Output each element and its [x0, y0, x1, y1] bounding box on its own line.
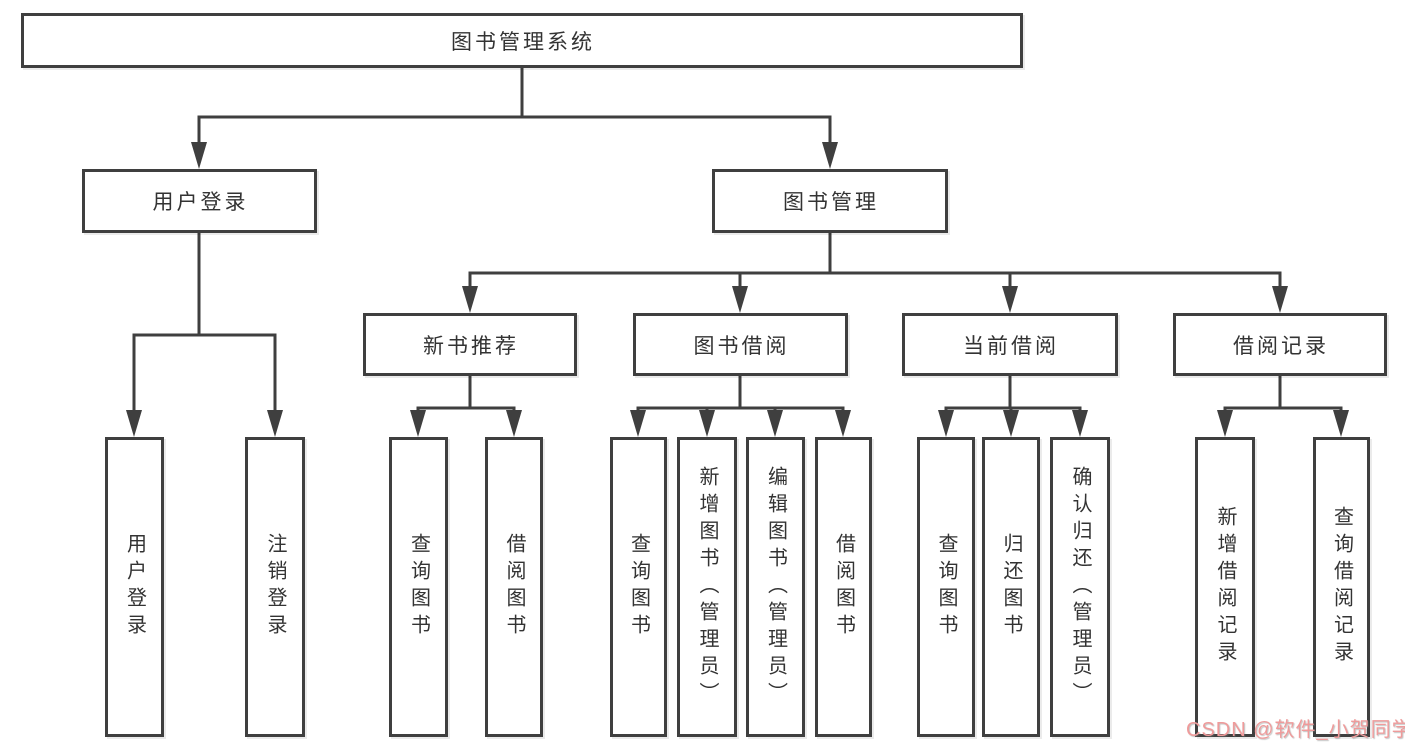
- node-book-borrow-label: 图书借阅: [693, 334, 790, 358]
- leaf-query-borrow-record: 查询借阅记录: [1313, 437, 1370, 737]
- leaf-user-login: 用户登录: [105, 437, 164, 737]
- node-root-label: 图书管理系统: [451, 30, 595, 54]
- leaf-query-books-borrow: 查询图书: [610, 437, 667, 737]
- connector-arrowhead: [835, 410, 851, 437]
- node-borrow-records: 借阅记录: [1173, 313, 1387, 376]
- leaf-borrow-books: 借阅图书: [815, 437, 872, 737]
- leaf-return-book-label: 归还图书: [1000, 533, 1022, 641]
- connector-arrowhead: [1217, 410, 1233, 437]
- leaf-borrow-books-recommend-label: 借阅图书: [503, 533, 525, 641]
- node-current-borrow-label: 当前借阅: [963, 334, 1059, 358]
- connector-arrowhead: [630, 410, 646, 437]
- leaf-edit-book-admin: 编辑图书（管理员）: [746, 437, 805, 737]
- node-new-book-recommend: 新书推荐: [363, 313, 577, 376]
- connector-arrowhead: [267, 410, 283, 437]
- leaf-add-book-admin: 新增图书（管理员）: [677, 437, 737, 737]
- node-borrow-records-label: 借阅记录: [1233, 334, 1329, 358]
- connector-arrowhead: [126, 410, 142, 437]
- leaf-query-books-current: 查询图书: [917, 437, 975, 737]
- leaf-add-borrow-record: 新增借阅记录: [1195, 437, 1255, 737]
- leaf-query-books-current-label: 查询图书: [935, 533, 957, 641]
- connector-arrowhead: [1002, 286, 1018, 313]
- leaf-return-book: 归还图书: [982, 437, 1040, 737]
- leaf-edit-book-admin-label: 编辑图书（管理员）: [764, 465, 787, 709]
- connector-arrowhead: [1072, 410, 1088, 437]
- connector-arrowhead: [191, 142, 207, 169]
- node-new-book-recommend-label: 新书推荐: [423, 334, 519, 358]
- leaf-logout-label: 注销登录: [264, 533, 286, 641]
- connector-arrowhead: [506, 410, 522, 437]
- node-user-login: 用户登录: [82, 169, 317, 233]
- connector-arrowhead: [462, 286, 478, 313]
- connector-arrowhead: [1003, 410, 1019, 437]
- leaf-query-books-borrow-label: 查询图书: [627, 533, 650, 641]
- connector-arrowhead: [938, 410, 954, 437]
- leaf-confirm-return-admin-label: 确认归还（管理员）: [1069, 465, 1091, 709]
- leaf-query-books-recommend: 查询图书: [389, 437, 448, 737]
- connector-arrowhead: [822, 142, 838, 169]
- connector-arrowhead: [410, 410, 426, 437]
- leaf-query-books-recommend-label: 查询图书: [407, 533, 430, 641]
- node-book-management: 图书管理: [712, 169, 948, 233]
- leaf-query-borrow-record-label: 查询借阅记录: [1330, 506, 1353, 668]
- connector-arrowhead: [699, 410, 715, 437]
- leaf-borrow-books-label: 借阅图书: [832, 533, 855, 641]
- node-user-login-label: 用户登录: [152, 191, 249, 214]
- leaf-logout: 注销登录: [245, 437, 305, 737]
- node-current-borrow: 当前借阅: [902, 313, 1118, 376]
- leaf-borrow-books-recommend: 借阅图书: [485, 437, 543, 737]
- node-book-borrow: 图书借阅: [633, 313, 848, 376]
- leaf-add-book-admin-label: 新增图书（管理员）: [696, 465, 718, 709]
- leaf-add-borrow-record-label: 新增借阅记录: [1214, 506, 1236, 668]
- node-root: 图书管理系统: [21, 13, 1023, 68]
- watermark: CSDN @软件_小贺同学: [1186, 719, 1405, 741]
- connector-arrowhead: [1333, 410, 1349, 437]
- leaf-confirm-return-admin: 确认归还（管理员）: [1050, 437, 1110, 737]
- node-book-management-label: 图书管理: [783, 191, 879, 214]
- connector-arrowhead: [767, 410, 783, 437]
- connector-arrowhead: [1272, 286, 1288, 313]
- leaf-user-login-label: 用户登录: [123, 533, 146, 641]
- connector-arrowhead: [732, 286, 748, 313]
